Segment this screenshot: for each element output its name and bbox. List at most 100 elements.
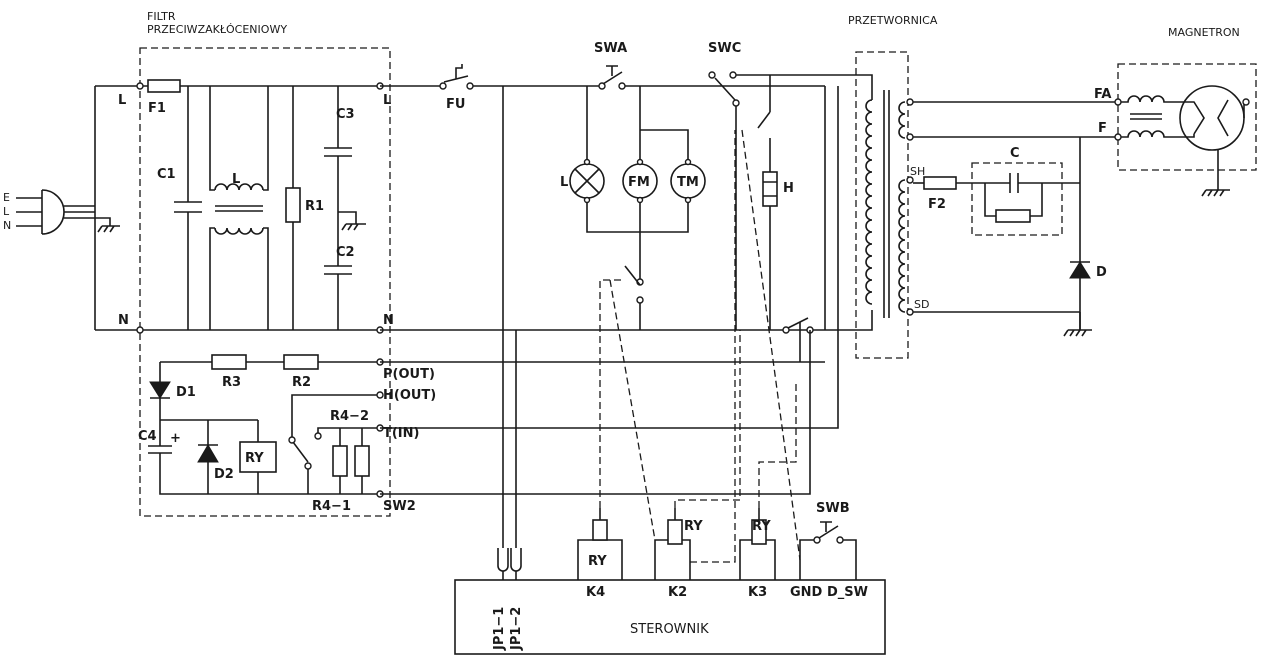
relay-k2-coil-label: RY [684, 519, 703, 534]
sd-label: SD [914, 298, 929, 311]
choke-l-label: L [232, 172, 240, 187]
relay-k2 [654, 508, 691, 580]
hv-capacitor-c [956, 173, 1080, 193]
controller-title: STEROWNIK [630, 622, 709, 637]
resistor-r4-2-label: R4−2 [330, 409, 369, 424]
jp1-2-label: JP1−2 [509, 607, 524, 651]
capacitor-c4 [148, 419, 380, 495]
diode-d2 [197, 444, 219, 463]
sw2-label: SW2 [383, 499, 416, 514]
k2-label: K2 [668, 585, 687, 600]
switch-swc-label: SWC [708, 41, 741, 56]
filter-input-wires [95, 85, 140, 331]
mains-plug [16, 86, 120, 330]
hv-diode-label: D [1096, 265, 1107, 280]
resistor-r2 [283, 354, 319, 370]
resistor-r4-2 [354, 445, 370, 477]
switch-swb [799, 521, 857, 580]
t-in-label: T(IN) [383, 426, 419, 441]
fuse-f1-label: F1 [148, 101, 166, 116]
filter-ground [338, 211, 366, 231]
linkage-k2-swa [609, 279, 656, 541]
relay-ry [239, 441, 277, 473]
filter-out-l-label: L [383, 93, 391, 108]
hv-capacitor-label: C [1010, 146, 1020, 161]
magnetron-title: MAGNETRON [1168, 26, 1240, 39]
h-out-label: H(OUT) [383, 388, 436, 403]
gnd-label: GND [790, 585, 823, 600]
turntable-motor-label: TM [677, 175, 699, 190]
d-sw-label: D_SW [827, 585, 868, 600]
heater-h [762, 171, 778, 207]
resistor-r4-1 [332, 445, 348, 477]
p-out-label: P(OUT) [383, 367, 435, 382]
relay-k4-contact [624, 265, 641, 286]
filter-rails [140, 85, 380, 331]
transformer-secondary [898, 101, 906, 313]
filter-title-line1: FILTR [147, 10, 176, 23]
linkage-k2-swc [690, 130, 736, 563]
plug-l-label: L [3, 205, 10, 218]
jp1-1-label: JP1−1 [492, 607, 507, 651]
fuse-fu-label: FU [446, 97, 465, 112]
capacitor-c2-label: C2 [336, 245, 355, 260]
hv-diode-d [1069, 261, 1091, 279]
relay-contact [292, 441, 309, 463]
fan-motor-label: FM [628, 175, 650, 190]
lamp-x-icon [574, 168, 600, 194]
capacitor-c1 [174, 86, 202, 330]
t-in-line [317, 427, 380, 433]
magnetron-f-label: F [1098, 121, 1107, 136]
diode-d2-label: D2 [214, 467, 234, 482]
jp1-connectors [497, 548, 522, 580]
filter-title-line2: PRZECIWZAKŁÓCENIOWY [147, 23, 287, 36]
filter-block-outline [139, 47, 391, 517]
thermal-fuse-fu [439, 64, 474, 90]
fuse-f1 [147, 79, 181, 93]
transformer-title: PRZETWORNICA [848, 14, 938, 27]
sh-label: SH [910, 165, 925, 178]
terminal-in-l [136, 82, 144, 90]
transformer-primary [865, 90, 890, 318]
resistor-r2-label: R2 [292, 375, 311, 390]
controller-board [454, 579, 886, 655]
relay-ry-label: RY [245, 451, 264, 466]
relay-k3-coil-label: RY [752, 519, 771, 534]
capacitor-c1-label: C1 [157, 167, 176, 182]
plug-n-label: N [3, 219, 11, 232]
switch-swb-label: SWB [816, 501, 850, 516]
linkage-k4 [599, 279, 625, 508]
switch-neutral-contact [787, 317, 809, 329]
hv-ground [1063, 329, 1092, 337]
choke-l [209, 86, 269, 330]
resistor-r4-1-label: R4−1 [312, 499, 351, 514]
switch-swc [708, 71, 740, 107]
relay-k4-coil-label: RY [588, 554, 607, 569]
capacitor-c4-plus: + [170, 431, 181, 446]
filter-in-n-label: N [118, 313, 129, 328]
linkage-k3 [758, 380, 797, 508]
k4-label: K4 [586, 585, 605, 600]
fuse-f2 [923, 176, 957, 190]
bleeder-resistor [995, 209, 1031, 223]
diode-d1-label: D1 [176, 385, 196, 400]
relay-k3 [739, 508, 776, 580]
resistor-r1-label: R1 [305, 199, 324, 214]
relay-k4 [577, 508, 623, 580]
magnetron-block-outline [1117, 63, 1257, 171]
transformer-block-outline [855, 51, 909, 359]
capacitor-c3-label: C3 [336, 107, 355, 122]
k3-label: K3 [748, 585, 767, 600]
lamp-l-label: L [560, 175, 568, 190]
resistor-r3 [211, 354, 247, 370]
h-out-line [291, 394, 380, 438]
resistor-r3-label: R3 [222, 375, 241, 390]
fuse-f2-label: F2 [928, 197, 946, 212]
linkage-k2 [674, 330, 741, 508]
capacitors-c3-c2 [324, 86, 352, 330]
diode-d1 [149, 381, 171, 399]
capacitor-c4-label: C4 [138, 429, 157, 444]
magnetron-chokes [1121, 95, 1176, 138]
linkage-swc [741, 129, 801, 561]
